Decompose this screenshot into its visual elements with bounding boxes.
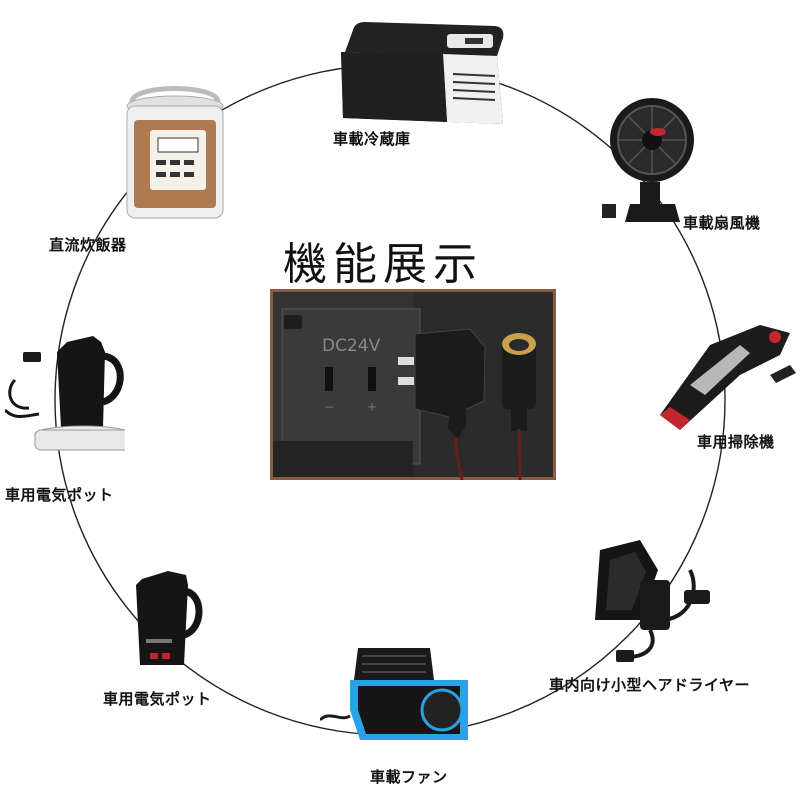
item-label-kettle-upper: 車用電気ポット [5,486,114,504]
car-vacuum-image [650,315,800,439]
item-label-car-fridge: 車載冷蔵庫 [333,130,411,148]
plug-icon [398,328,486,480]
car-desk-fan-image [318,640,470,754]
item-label-car-desk-fan: 車載ファン [370,768,448,786]
dc24v-panel-text: DC24V [322,336,381,356]
item-label-car-fan: 車載扇風機 [683,214,761,232]
dc-adapter-photo: DC24V − + [270,289,556,480]
cigarette-socket-icon [502,333,536,480]
plus-marker: + [367,400,377,414]
electric-kettle-upper-image [3,330,132,464]
item-label-kettle-lower: 車用電気ポット [103,690,212,708]
car-fridge-image [335,14,515,138]
item-label-rice-cooker: 直流炊飯器 [49,236,127,254]
minus-marker: − [324,400,334,414]
item-label-car-vacuum: 車用掃除機 [697,433,775,451]
hair-dryer-image [580,530,720,674]
rice-cooker-image [118,74,233,238]
item-label-hair-dryer: 車内向け小型ヘアドライヤー [549,676,751,694]
electric-kettle-lower-image [128,565,208,679]
car-clip-fan-image [600,92,700,236]
page-title: 機能展示 [283,239,483,290]
